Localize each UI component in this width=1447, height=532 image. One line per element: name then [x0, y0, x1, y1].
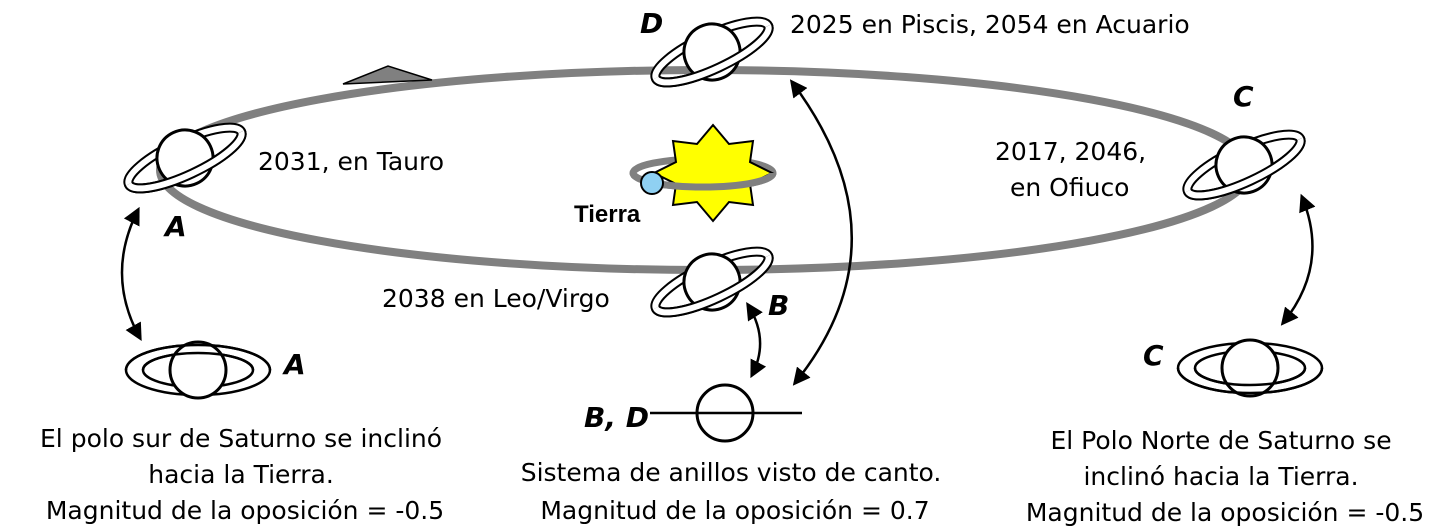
- caption-middle-line-2: Magnitud de la oposición = 0.7: [540, 496, 929, 525]
- earth-icon: [640, 171, 664, 195]
- arrow-b: [746, 302, 767, 379]
- orbit-label-c-line2: en Ofiuco: [1010, 173, 1129, 202]
- caption-left: El polo sur de Saturno se inclinó hacia …: [40, 424, 450, 525]
- orbit-label-c-line1: 2017, 2046,: [995, 137, 1146, 166]
- saturn-view-bd-icon: [650, 383, 802, 443]
- orbit-direction-arrow: [342, 65, 433, 85]
- position-label-b-top: B: [768, 289, 789, 322]
- caption-left-line-3: Magnitud de la oposición = -0.5: [46, 496, 444, 525]
- orbit-label-a: 2031, en Tauro: [258, 147, 444, 176]
- earth-label: Tierra: [574, 201, 641, 228]
- earth-orbit-front: [629, 172, 777, 191]
- caption-right-line-1: El Polo Norte de Saturno se: [1050, 426, 1391, 455]
- sun-icon: [651, 123, 775, 223]
- arrow-a: [120, 206, 142, 342]
- arrow-d: [789, 79, 853, 386]
- saturn-view-c-icon: [1176, 338, 1324, 398]
- saturn-b-icon: [644, 230, 780, 333]
- caption-middle-line-1: Sistema de anillos visto de canto.: [521, 458, 942, 487]
- position-label-d-top: D: [640, 7, 663, 40]
- position-label-c-top: C: [1233, 80, 1254, 113]
- position-label-a-bottom: A: [282, 348, 306, 381]
- caption-left-line-1: El polo sur de Saturno se inclinó: [40, 424, 442, 453]
- orbit-label-b: 2038 en Leo/Virgo: [382, 284, 610, 313]
- orbit-label-d: 2025 en Piscis, 2054 en Acuario: [790, 10, 1190, 39]
- caption-right-line-2: inclinó hacia la Tierra.: [1083, 462, 1358, 491]
- saturn-d-icon: [644, 0, 780, 103]
- arrow-c: [1280, 193, 1316, 326]
- caption-left-line-2: hacia la Tierra.: [148, 460, 334, 489]
- position-label-a-top: A: [163, 210, 187, 243]
- saturn-view-a-icon: [124, 340, 272, 400]
- position-label-bd-bottom: B, D: [584, 401, 649, 434]
- caption-right: El Polo Norte de Saturno se inclinó haci…: [1026, 426, 1424, 527]
- caption-right-line-3: Magnitud de la oposición = -0.5: [1026, 498, 1424, 527]
- caption-middle: Sistema de anillos visto de canto. Magni…: [521, 458, 950, 525]
- position-label-c-bottom: C: [1143, 339, 1164, 372]
